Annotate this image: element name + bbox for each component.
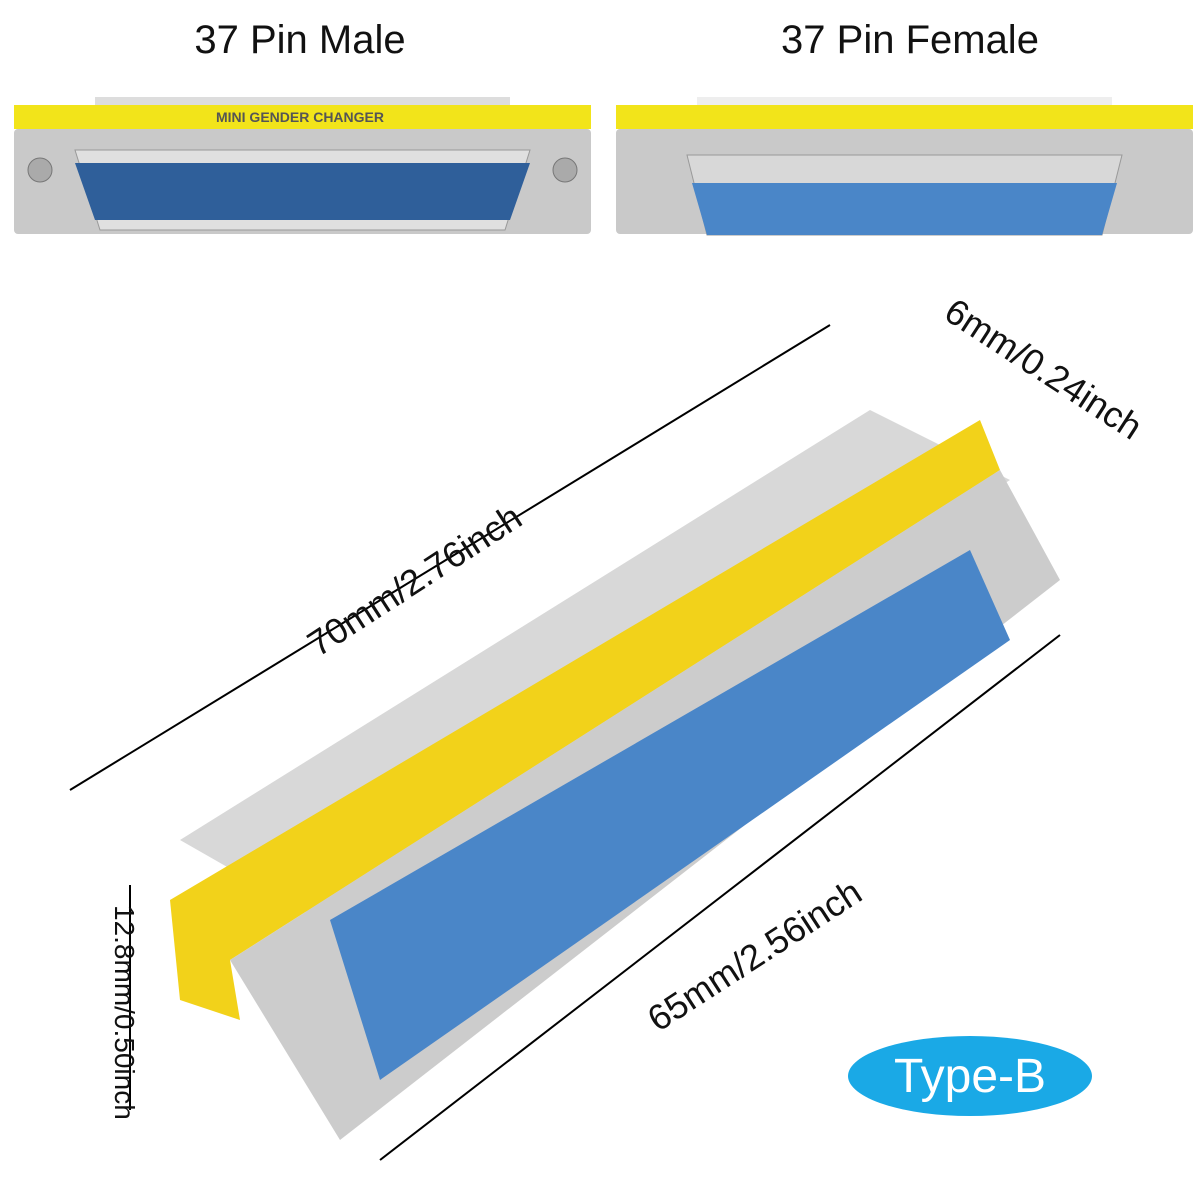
dim-height: 12.8mm/0.50inch xyxy=(109,905,140,1120)
female-connector-image xyxy=(616,97,1193,236)
female-title: 37 Pin Female xyxy=(781,18,1039,62)
male-connector-image: MINI GENDER CHANGER xyxy=(14,97,591,234)
type-badge: Type-B xyxy=(848,1036,1092,1116)
svg-text:MINI GENDER CHANGER: MINI GENDER CHANGER xyxy=(216,109,384,125)
male-title: 37 Pin Male xyxy=(194,18,406,62)
main-product-image xyxy=(69,324,1061,1161)
